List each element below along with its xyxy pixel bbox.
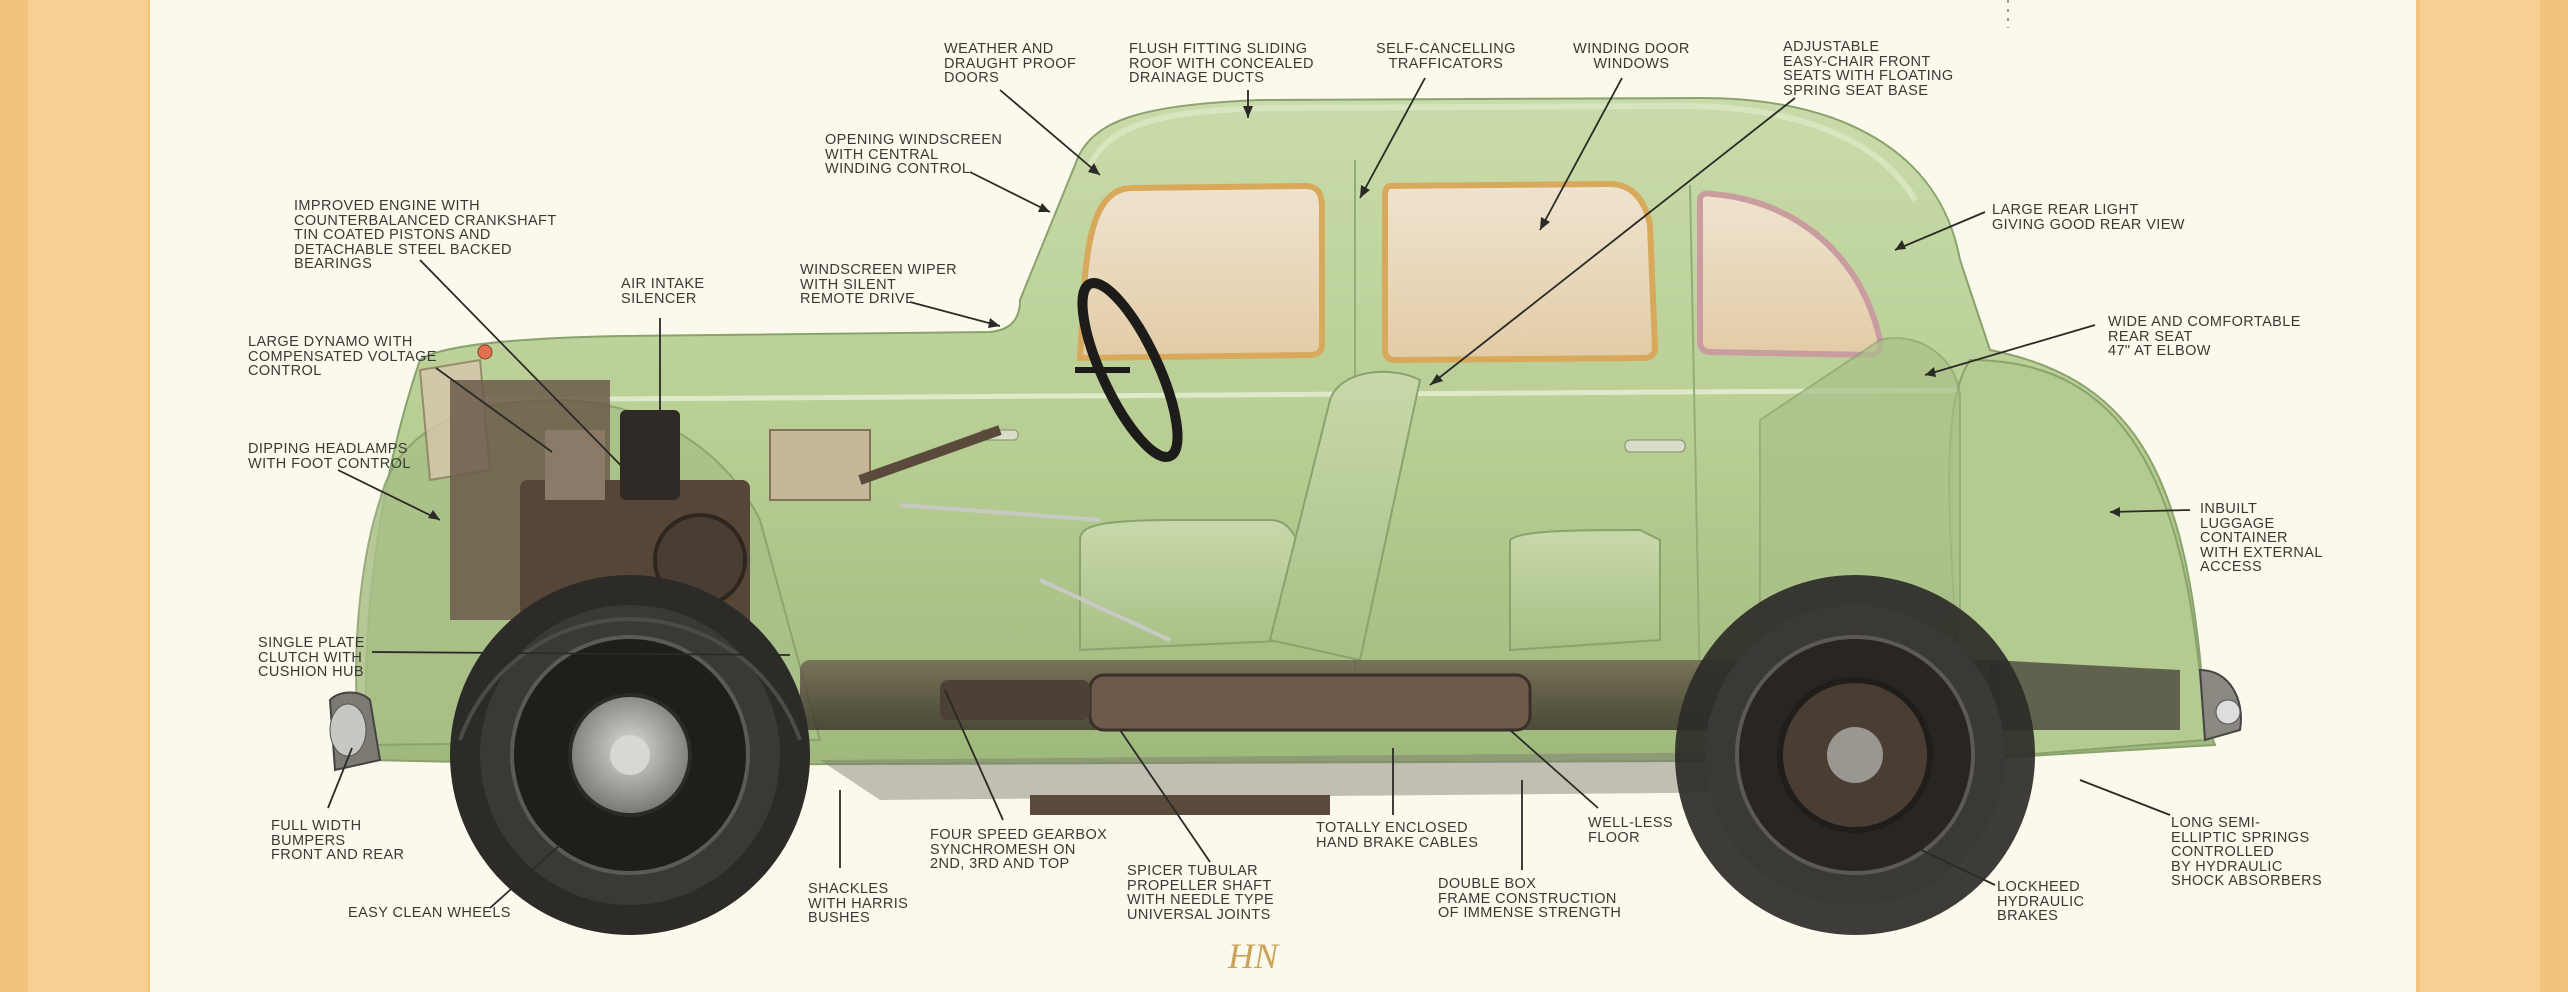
label-propeller: Spicer tubular propeller shaft with need… (1127, 863, 1275, 923)
label-flush-roof: Flush fitting sliding roof with conceale… (1129, 41, 1314, 86)
steering-wheel (1075, 278, 1183, 462)
label-luggage: Inbuilt luggage container with external … (2200, 501, 2323, 575)
label-lockheed: Lockheed hydraulic brakes (1997, 879, 2085, 924)
label-trafficators: Self-cancelling trafficators (1376, 41, 1516, 72)
label-clutch: Single plate clutch with cushion hub (258, 635, 365, 680)
label-shackles: Shackles with Harris bushes (808, 881, 909, 926)
leader-arrowheads (428, 106, 2120, 520)
label-wiper: Windscreen wiper with silent remote driv… (800, 262, 958, 307)
front-seat (899, 370, 1422, 662)
label-frame: Double box frame construction of immense… (1438, 876, 1622, 921)
label-large-rear-light: Large rear light giving good rear view (1992, 202, 2185, 233)
rear-seat (1509, 337, 1961, 652)
label-rear-seat: Wide and comfortable rear seat 47" at el… (2108, 314, 2301, 359)
label-winding-windows: Winding door windows (1573, 41, 1690, 72)
label-bumpers: Full width bumpers front and rear (271, 818, 405, 863)
rear-wheel (1675, 575, 2035, 935)
label-opening-windscreen: Opening windscreen with central winding … (825, 132, 1003, 177)
front-wheel (450, 575, 810, 935)
label-floor: Well-less floor (1588, 815, 1673, 846)
label-springs: Long semi- elliptic springs controlled b… (2171, 815, 2323, 889)
artist-monogram-mark: HN (1228, 936, 1279, 976)
leader-lines (327, 77, 2191, 909)
label-hand-brake: Totally enclosed hand brake cables (1316, 820, 1479, 851)
label-weather-doors: Weather and draught proof doors (944, 41, 1077, 86)
label-wheels: Easy clean wheels (348, 905, 511, 921)
label-improved-engine: Improved engine with counterbalanced cra… (294, 198, 557, 272)
label-dipping-headlamps: Dipping headlamps with foot control (248, 441, 411, 472)
label-air-intake: Air intake silencer (621, 276, 705, 307)
label-easy-chair: Adjustable easy-chair front seats with f… (1783, 39, 1954, 99)
label-gearbox: Four speed gearbox synchromesh on 2nd, 3… (930, 827, 1108, 872)
label-large-dynamo: Large dynamo with compensated voltage co… (248, 334, 437, 379)
left-page-edge (28, 0, 148, 992)
right-page-edge (2420, 0, 2540, 992)
